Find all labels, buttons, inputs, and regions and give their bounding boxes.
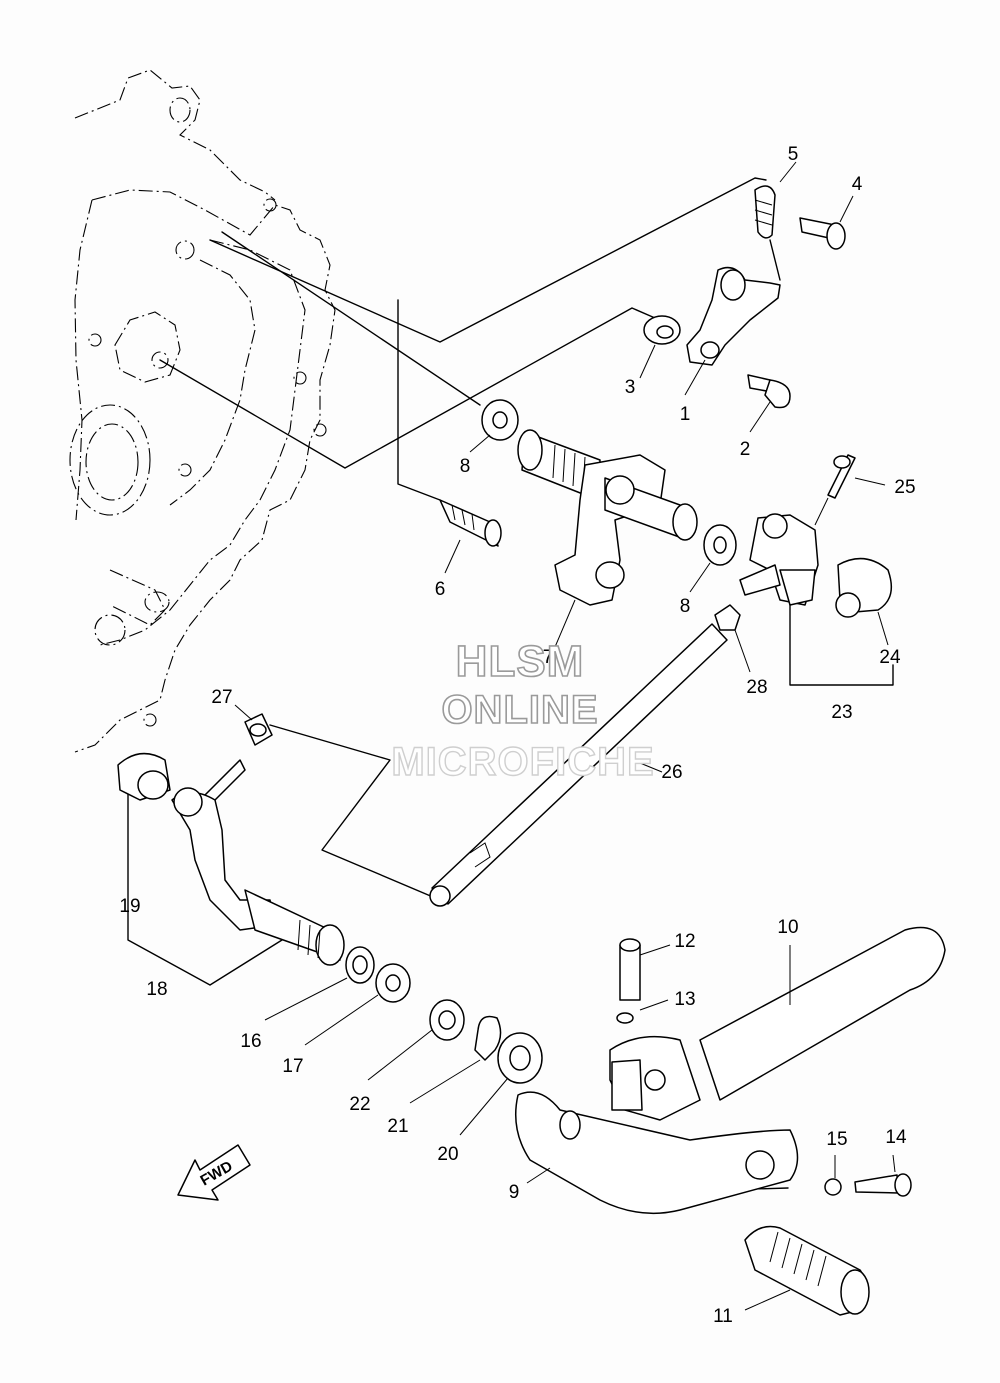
callout-18: 18 [146, 979, 167, 1000]
watermark: HLSM ONLINE MICROFICHE [391, 636, 655, 785]
part-labels: 1 2 3 4 5 6 7 8 8 9 10 11 12 13 14 15 16… [119, 144, 915, 1327]
shift-pedal-assembly [515, 926, 946, 1316]
callout-23: 23 [831, 702, 852, 723]
callout-15: 15 [826, 1129, 847, 1150]
callout-27: 27 [211, 687, 232, 708]
callout-4: 4 [852, 174, 863, 195]
callout-26: 26 [661, 762, 682, 783]
callout-5: 5 [788, 144, 799, 165]
callout-7: 7 [543, 647, 554, 668]
shift-rod-26 [429, 623, 728, 907]
callout-22: 22 [349, 1094, 370, 1115]
washer-8 [481, 399, 737, 566]
engine-case-outline [69, 69, 336, 753]
callout-16: 16 [240, 1031, 261, 1052]
callout-17: 17 [282, 1056, 303, 1077]
forward-arrow-icon: FWD [177, 1144, 251, 1201]
stud-6 [439, 499, 502, 547]
callout-13: 13 [674, 989, 695, 1010]
callout-28: 28 [746, 677, 767, 698]
callout-1: 1 [680, 404, 691, 425]
callout-25: 25 [894, 477, 915, 498]
callout-lines [234, 161, 896, 1311]
callout-11: 11 [713, 1306, 733, 1327]
callout-6: 6 [435, 579, 446, 600]
watermark-line-3: MICROFICHE [391, 740, 654, 784]
callout-19: 19 [119, 896, 140, 917]
callout-3: 3 [625, 377, 636, 398]
callout-8-bottom: 8 [680, 596, 691, 617]
callout-10: 10 [777, 917, 798, 938]
watermark-line-2: ONLINE [441, 688, 598, 732]
pedal-shaft-assembly [117, 713, 345, 966]
callout-21: 21 [387, 1116, 408, 1137]
small-parts [345, 946, 543, 1084]
callout-24: 24 [879, 647, 901, 668]
watermark-line-1: HLSM [456, 637, 585, 686]
joint-assembly [714, 454, 893, 631]
shift-arm-assembly [643, 185, 846, 409]
shift-shaft-7 [517, 429, 698, 606]
callout-2: 2 [740, 439, 751, 460]
callout-12: 12 [674, 931, 695, 952]
callout-9: 9 [509, 1182, 520, 1203]
callout-14: 14 [885, 1127, 907, 1148]
callout-8-top: 8 [460, 456, 471, 477]
callout-20: 20 [437, 1144, 458, 1165]
